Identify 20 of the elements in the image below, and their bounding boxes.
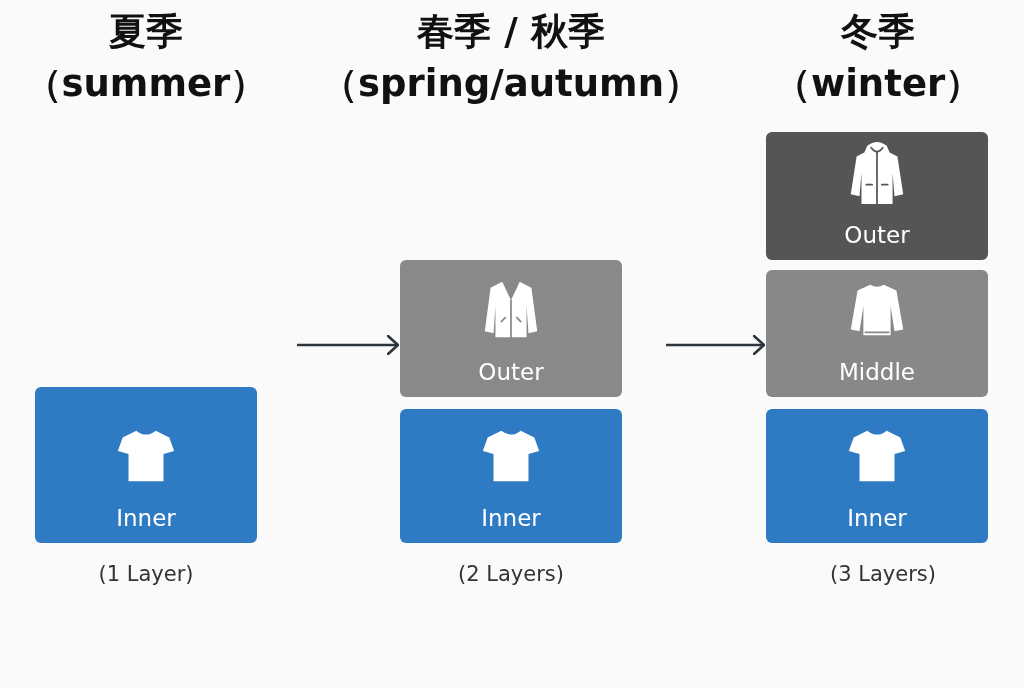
season-heading: 冬季（winter） — [773, 9, 984, 107]
arrow — [666, 334, 766, 356]
season-heading: 春季 / 秋季（spring/autumn） — [320, 9, 702, 107]
layer-box — [400, 260, 622, 397]
layer-box — [35, 387, 257, 543]
layer-box — [400, 409, 622, 543]
layer-count-caption: (2 Layers) — [458, 562, 564, 586]
layer-label: Middle — [839, 359, 915, 385]
arrow — [297, 334, 400, 356]
season-heading: 夏季（summer） — [23, 9, 269, 107]
layer-box — [766, 409, 988, 543]
layer-label: Outer — [478, 359, 544, 385]
layer-box — [766, 132, 988, 260]
layer-label: Inner — [481, 505, 541, 531]
layer-box — [766, 270, 988, 397]
layer-label: Inner — [116, 505, 176, 531]
layer-label: Inner — [847, 505, 907, 531]
layer-label: Outer — [844, 222, 910, 248]
layer-count-caption: (1 Layer) — [98, 562, 194, 586]
layer-count-caption: (3 Layers) — [830, 562, 936, 586]
